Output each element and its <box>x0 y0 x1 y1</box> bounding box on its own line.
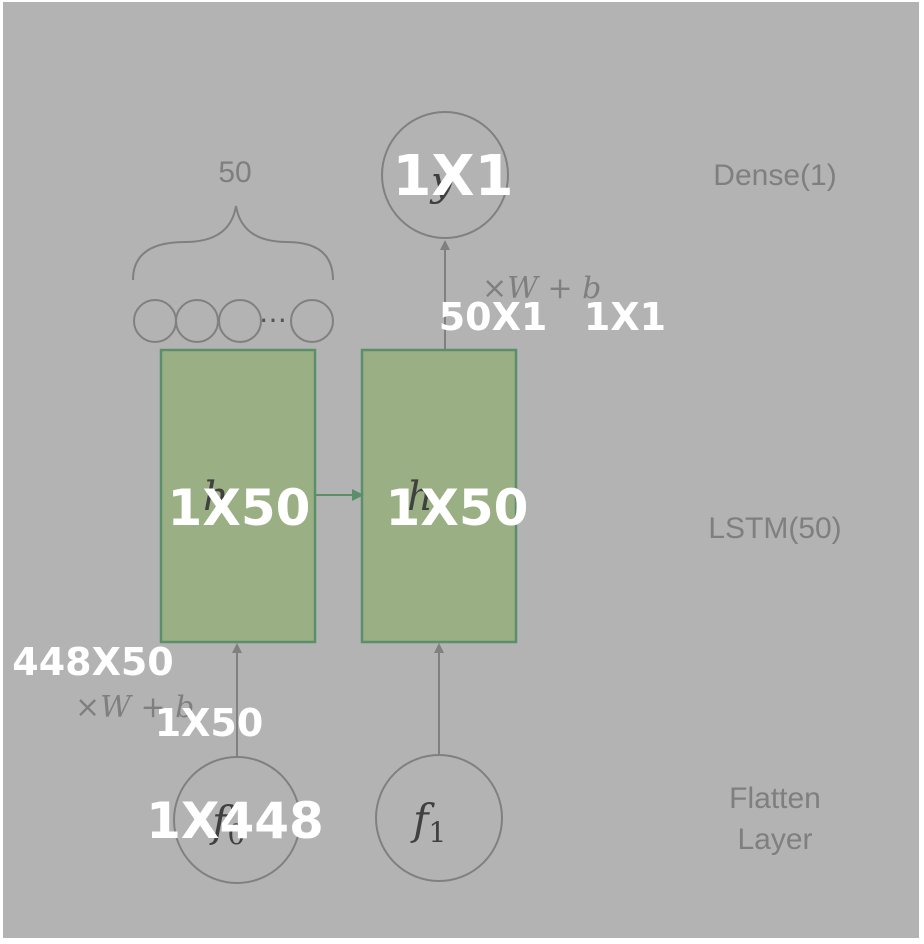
units-brace <box>132 205 334 281</box>
input-node-f0 <box>173 756 301 884</box>
h0-dim: 1X50 <box>168 479 311 537</box>
f0-dim: 1X448 <box>146 792 324 850</box>
input-bias-dim: 1X50 <box>155 701 264 745</box>
lstm-cell-h0 <box>159 348 317 644</box>
input-node-f0-symbol: f0 <box>209 797 245 851</box>
lstm-cell-h0-symbol: h <box>203 474 229 520</box>
dense-output-dim: 1X1 <box>392 144 513 209</box>
input-weight-formula: ×W + b <box>75 690 194 725</box>
flatten-layer-label-line2: Layer <box>737 823 812 856</box>
lstm-cell-h1 <box>360 348 518 644</box>
lstm-unit-circle <box>218 299 262 343</box>
dense-weight-formula: ×W + b <box>482 271 601 306</box>
units-ellipsis: … <box>259 296 287 329</box>
lstm-weight-dim: 50X1 <box>439 295 548 339</box>
flatten-layer-label-line1: Flatten <box>729 782 821 815</box>
h1-dim: 1X50 <box>386 479 529 537</box>
dense-layer-label: Dense(1) <box>713 159 836 192</box>
lstm-unit-circle <box>290 299 334 343</box>
dense-bias-dim: 1X1 <box>584 295 666 339</box>
input-node-f1 <box>375 754 503 882</box>
input-weight-dim: 448X50 <box>12 640 174 684</box>
input-node-f0-subscript: 0 <box>228 818 246 851</box>
lstm-cell-h1-symbol: h <box>407 474 433 520</box>
output-node-y <box>381 111 509 239</box>
output-node-y-symbol: y <box>429 159 455 205</box>
lstm-layer-label: LSTM(50) <box>708 512 841 545</box>
input-node-f1-subscript: 1 <box>429 816 447 849</box>
units-count-label: 50 <box>218 156 251 189</box>
